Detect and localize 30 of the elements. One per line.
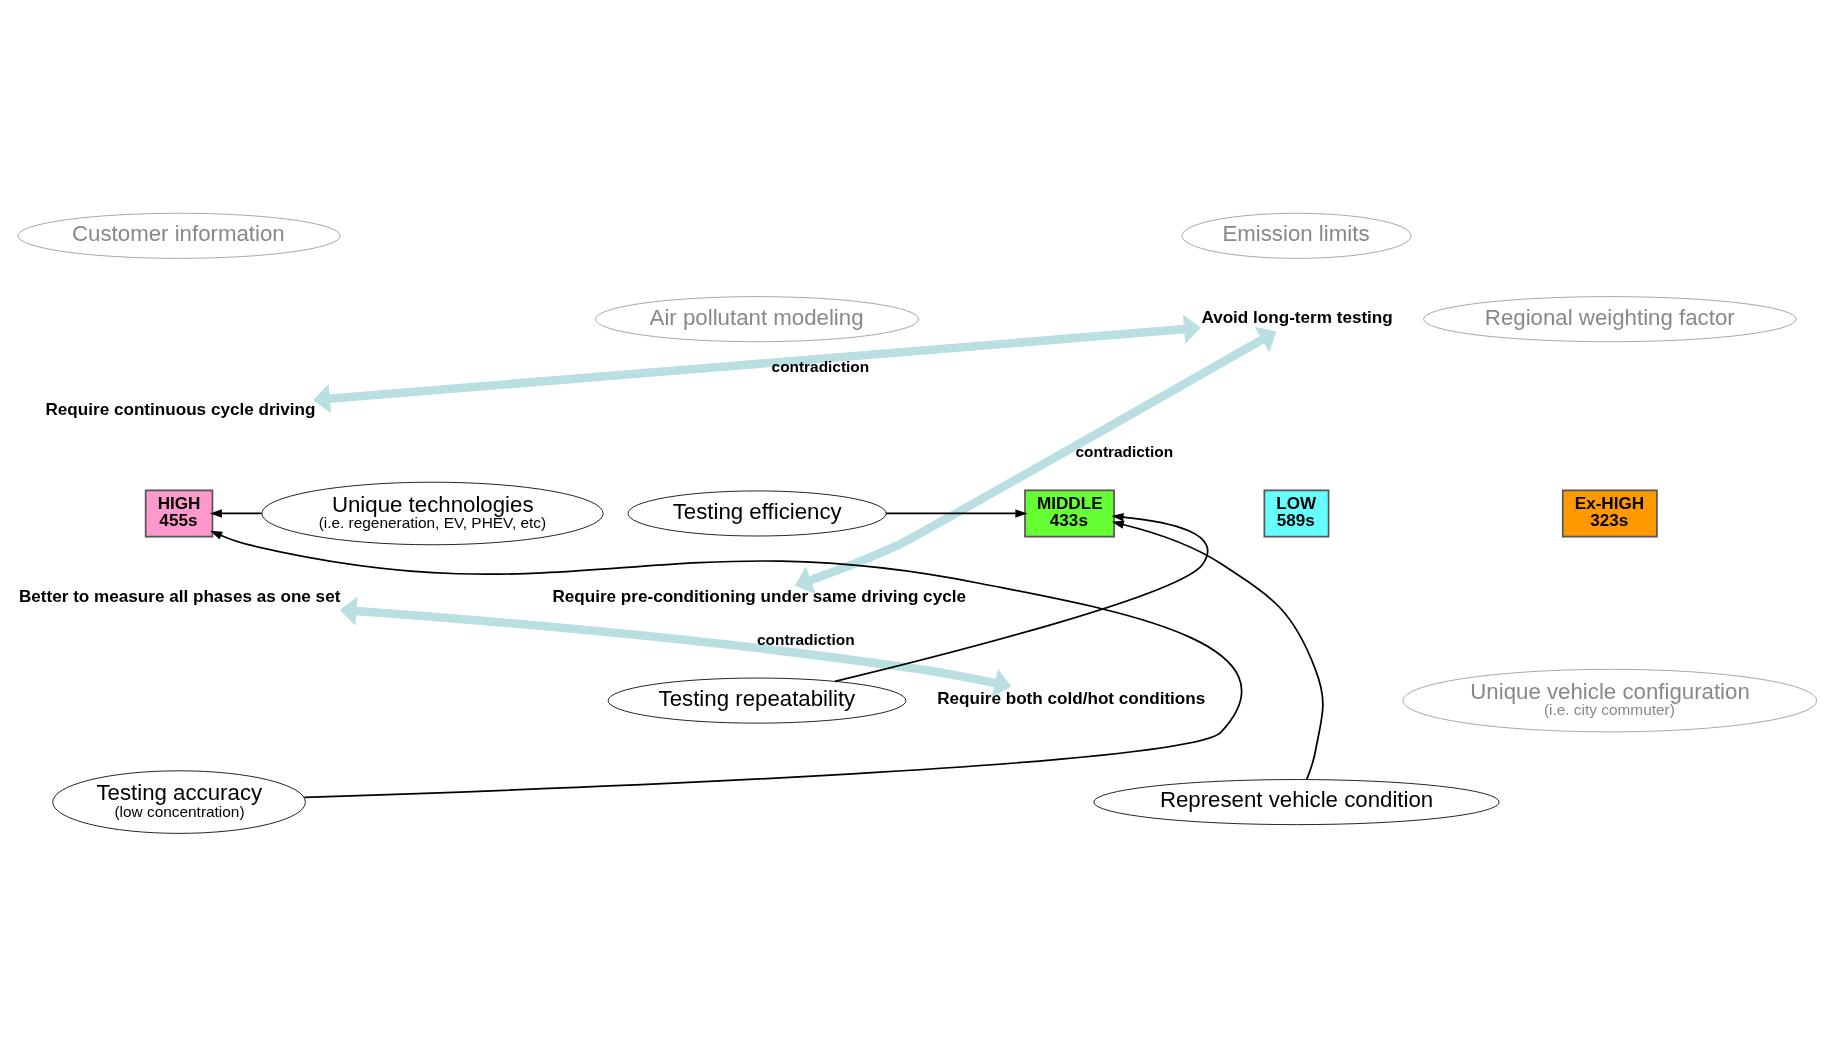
- edge-label: contradiction: [771, 357, 870, 375]
- arrow: [834, 512, 1209, 683]
- arrow: [210, 530, 1243, 799]
- node-ellipse: Unique vehicle configuration (i.e. city commuter): [1402, 668, 1818, 733]
- node-text: Require continuous cycle driving: [45, 400, 316, 420]
- node-ellipse: Air pollutant modeling: [595, 296, 919, 343]
- arrow: [1111, 520, 1324, 781]
- arrow: [209, 509, 263, 518]
- node-box: MIDDLE 433s: [1024, 489, 1115, 538]
- node-ellipse: Testing efficiency: [627, 490, 887, 537]
- node-text: Avoid long-term testing: [1201, 307, 1393, 327]
- node-ellipse: Represent vehicle condition: [1093, 779, 1500, 826]
- node-ellipse: Testing repeatability: [607, 677, 907, 724]
- arrow: [339, 596, 1012, 698]
- arrow: [313, 314, 1201, 414]
- arrow: [885, 509, 1028, 518]
- node-ellipse: Regional weighting factor: [1423, 296, 1797, 343]
- node-text: Require pre-conditioning under same driving cycle: [552, 587, 966, 607]
- edge-label: contradiction: [1075, 443, 1174, 461]
- node-box: LOW 589s: [1263, 489, 1330, 538]
- node-box: HIGH 455s: [144, 489, 214, 538]
- node-ellipse: Emission limits: [1181, 212, 1412, 259]
- node-text: Require both cold/hot conditions: [937, 689, 1206, 709]
- node-ellipse: Testing accuracy (low concentration): [52, 770, 306, 834]
- node-ellipse: Unique technologies (i.e. regeneration, EV, PHEV, etc): [261, 481, 604, 546]
- node-box: Ex-HIGH 323s: [1561, 489, 1658, 538]
- arrow: [794, 326, 1277, 594]
- edge-label: contradiction: [757, 630, 855, 648]
- node-text: Better to measure all phases as one set: [18, 587, 341, 607]
- node-ellipse: Customer information: [17, 212, 341, 259]
